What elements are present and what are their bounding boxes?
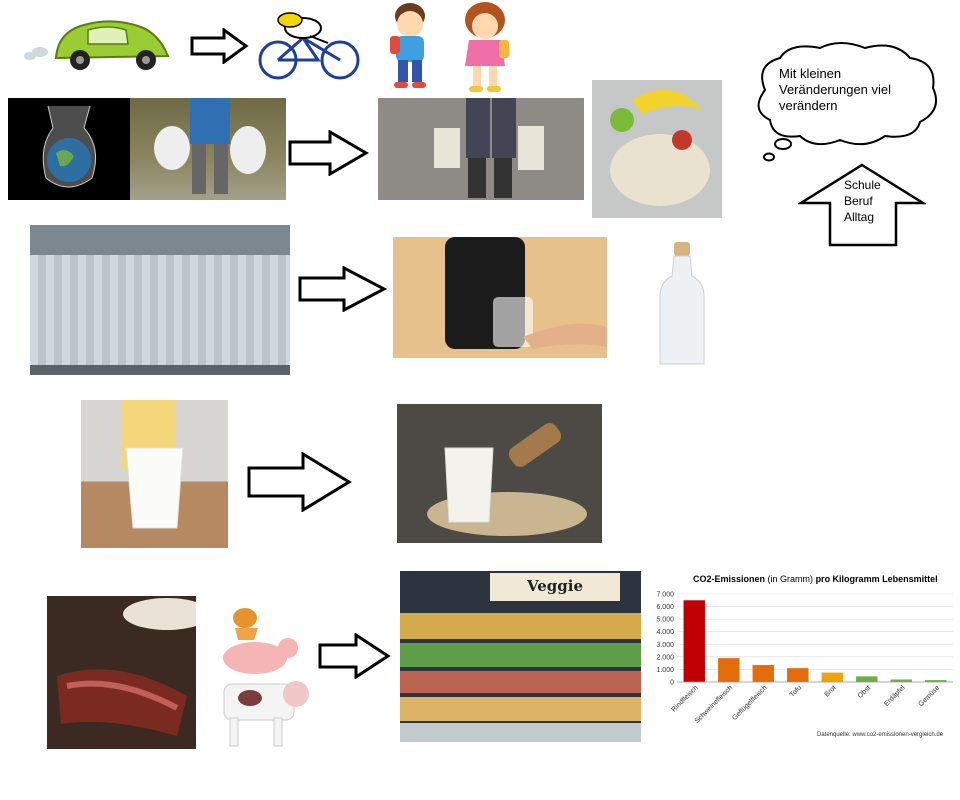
arrow-label-schule: Schule <box>844 178 881 192</box>
x-category-label: Erdäpfel <box>883 684 907 708</box>
bicycle-illustration <box>248 8 368 83</box>
person-with-cloth-bags-photo <box>378 98 584 200</box>
y-tick-label: 4.000 <box>656 629 674 636</box>
plastic-bottle-stacks-photo <box>30 225 290 375</box>
glass-of-milk-photo <box>81 400 228 548</box>
x-category-label: Tofu <box>789 684 803 698</box>
chart-title-part-1: CO2-Emissionen <box>693 574 766 584</box>
bubble-line-3: verändern <box>779 98 838 113</box>
right-arrow-3 <box>298 265 388 317</box>
x-category-label: Geflügelfleisch <box>731 684 768 721</box>
right-arrow-5 <box>318 632 392 684</box>
steak-photo <box>47 596 196 749</box>
up-arrow: Schule Beruf Alltag <box>798 163 926 248</box>
glass-bottle-photo <box>618 236 744 370</box>
bubble-line-2: Veränderungen viel <box>779 82 892 97</box>
veggie-shelf-photo: Veggie <box>400 571 641 742</box>
bar-erdäpfel <box>890 679 912 682</box>
x-category-label: Brot <box>824 684 838 698</box>
x-category-label: Schweinefleisch <box>694 684 735 725</box>
girl-illustration <box>455 0 515 95</box>
arrow-label-alltag: Alltag <box>844 210 875 224</box>
chart-title: CO2-Emissionen (in Gramm) pro Kilogramm … <box>693 574 938 584</box>
car-illustration <box>18 10 178 75</box>
x-category-label: Rindfleisch <box>670 684 699 713</box>
boy-illustration <box>382 0 437 90</box>
y-tick-label: 0 <box>670 680 674 687</box>
bar-geflügelfleisch <box>752 665 774 682</box>
x-category-label: Gemüse <box>917 684 941 708</box>
bar-obst <box>856 676 878 682</box>
arrow-label-beruf: Beruf <box>844 194 873 208</box>
farm-animals-illustration <box>210 600 310 750</box>
right-arrow-1 <box>190 27 250 69</box>
fruit-in-mesh-bag-photo <box>592 80 722 218</box>
co2-chart: CO2-Emissionen (in Gramm) pro Kilogramm … <box>645 570 960 750</box>
veggie-sign: Veggie <box>526 577 584 595</box>
y-tick-label: 3.000 <box>656 642 674 649</box>
chart-source: Datenquelle: www.co2-emissionen-vergleic… <box>817 732 944 738</box>
bar-brot <box>821 672 843 682</box>
chart-plot: 0 1.000 2.000 3.000 4.000 5.000 6.000 7.000Rind… <box>656 592 953 725</box>
y-tick-label: 7.000 <box>656 592 674 599</box>
thought-bubble: Mit kleinen Veränderungen viel verändern <box>745 40 945 165</box>
right-arrow-4 <box>247 451 353 517</box>
bar-schweinefleisch <box>718 658 740 682</box>
bar-gemüse <box>925 680 947 682</box>
oat-milk-photo <box>397 404 602 543</box>
chart-title-part-2: (in Gramm) <box>767 574 814 584</box>
chart-title-part-3: pro Kilogramm Lebensmittel <box>815 574 938 584</box>
bubble-line-1: Mit kleinen <box>779 66 842 81</box>
bar-rindfleisch <box>683 600 705 682</box>
y-tick-label: 6.000 <box>656 604 674 611</box>
x-category-label: Obst <box>857 684 872 699</box>
bar-tofu <box>787 668 809 682</box>
right-arrow-2 <box>288 129 370 181</box>
y-tick-label: 2.000 <box>656 654 674 661</box>
person-with-plastic-bags-photo <box>130 98 286 200</box>
globe-in-plastic-bag-photo <box>8 98 130 200</box>
y-tick-label: 5.000 <box>656 617 674 624</box>
y-tick-label: 1.000 <box>656 667 674 674</box>
soda-maker-photo <box>393 237 607 358</box>
